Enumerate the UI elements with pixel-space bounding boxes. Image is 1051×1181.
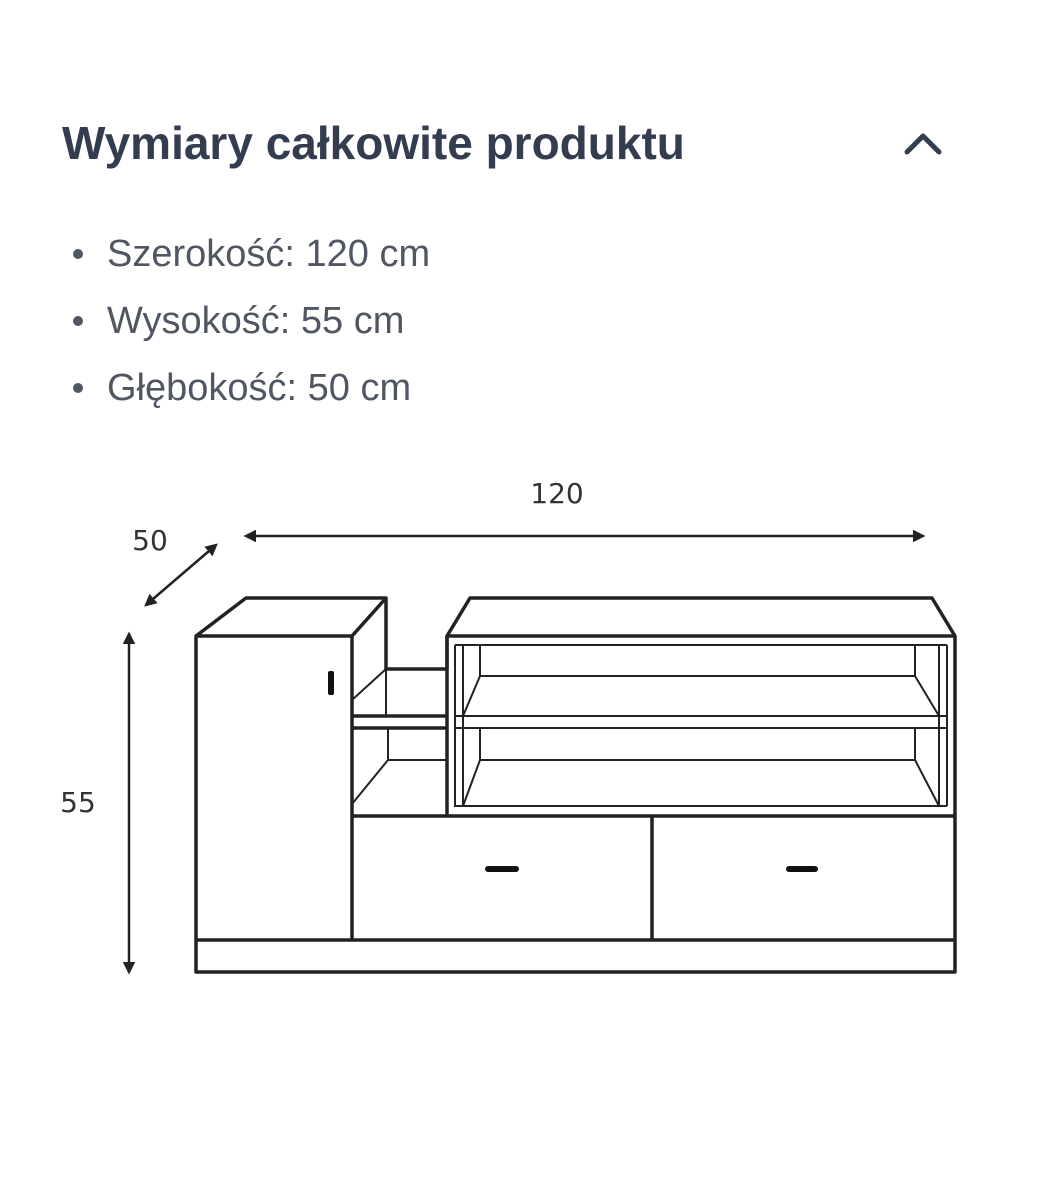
chevron-up-icon[interactable] bbox=[898, 118, 948, 168]
dimensions-section-header[interactable]: Wymiary całkowite produktu bbox=[62, 108, 952, 178]
list-item: Szerokość: 120 cm bbox=[70, 222, 430, 289]
door-handle bbox=[328, 671, 334, 695]
drawer-handle-left bbox=[485, 866, 519, 872]
list-item: Głębokość: 50 cm bbox=[70, 356, 430, 423]
width-text: Szerokość: 120 cm bbox=[107, 233, 431, 275]
dimensions-list: Szerokość: 120 cm Wysokość: 55 cm Głębok… bbox=[70, 222, 430, 423]
list-item: Wysokość: 55 cm bbox=[70, 289, 430, 356]
shelf-details bbox=[351, 644, 948, 807]
width-dimension-label: 120 bbox=[530, 477, 583, 510]
depth-text: Głębokość: 50 cm bbox=[107, 367, 412, 409]
furniture-outline bbox=[194, 596, 957, 974]
depth-dimension-arrow bbox=[144, 543, 218, 607]
height-text: Wysokość: 55 cm bbox=[107, 300, 405, 342]
bullet-icon bbox=[73, 249, 83, 259]
bullet-icon bbox=[73, 383, 83, 393]
section-title: Wymiary całkowite produktu bbox=[62, 117, 685, 169]
depth-dimension-label: 50 bbox=[132, 524, 168, 557]
height-dimension-label: 55 bbox=[60, 786, 96, 819]
bullet-icon bbox=[73, 316, 83, 326]
drawer-handle-right bbox=[786, 866, 818, 872]
